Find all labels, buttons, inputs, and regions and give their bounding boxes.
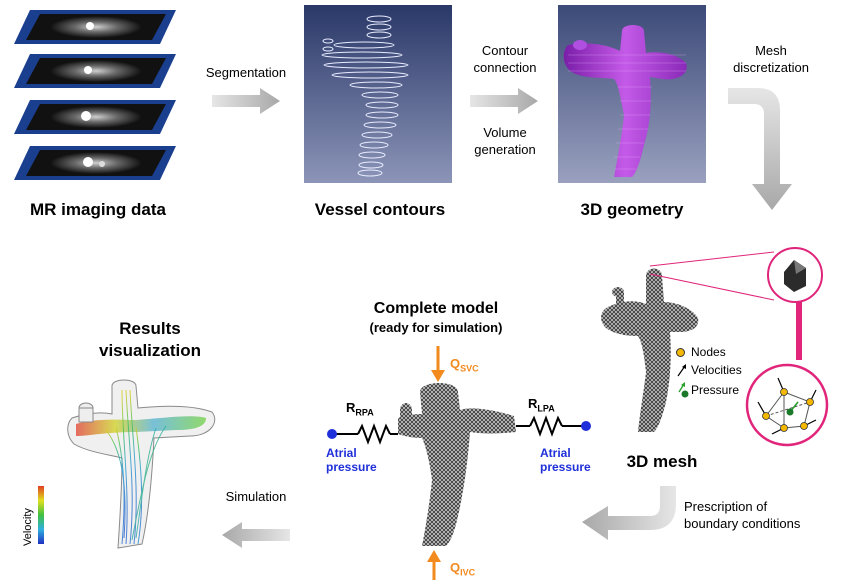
results-line2: visualization [98, 341, 202, 360]
mr-slice [14, 146, 176, 180]
geometry-3d-image [558, 5, 706, 183]
mesh-legend: Nodes Velocities Pressure [676, 344, 776, 400]
zoom-circle-large [744, 362, 830, 448]
flow-arrow-left [222, 522, 290, 548]
step-contour-line1: Contour [481, 43, 529, 58]
r-lpa-main: R [528, 396, 538, 411]
q-svc-sub: SVC [460, 363, 479, 374]
flow-arrow-right [212, 88, 280, 114]
flow-arrow-right [470, 88, 538, 114]
q-svc-main: Q [450, 356, 461, 371]
zoom-circle-small [766, 246, 824, 304]
velocity-colorbar [38, 486, 44, 544]
stage-title-results: Results visualization [70, 318, 230, 362]
stage-title-contours: Vessel contours [314, 200, 446, 219]
label-atrial-pressure-right: Atrial pressure [540, 446, 591, 474]
step-mesh-line1: Mesh [755, 43, 787, 58]
node-marker-icon [676, 347, 685, 357]
velocity-arrow-icon [677, 364, 686, 377]
legend-pressure: Pressure [691, 383, 740, 397]
label-q-svc: QSVC [450, 356, 479, 374]
step-volume-line2: generation [474, 142, 536, 157]
step-mesh-line2: discretization [733, 60, 809, 75]
atrial-left-line2: pressure [326, 460, 377, 474]
flow-arrow-bend-left [582, 486, 682, 542]
results-line1: Results [119, 319, 181, 338]
q-ivc-main: Q [450, 560, 461, 575]
legend-nodes: Nodes [691, 345, 726, 359]
stage-title-mesh: 3D mesh [626, 452, 698, 471]
step-simulation: Simulation [225, 489, 287, 504]
r-rpa-sub: RPA [355, 407, 374, 418]
atrial-right-line2: pressure [540, 460, 591, 474]
stage-title-geometry: 3D geometry [580, 200, 684, 219]
mr-slice [14, 100, 176, 134]
stage-title-model: Complete model [373, 300, 499, 317]
flow-arrow-bend-down [728, 84, 808, 214]
colorbar-label: Velocity [22, 508, 34, 546]
mesh-3d-image [596, 262, 706, 438]
stage-title-mr: MR imaging data [29, 200, 166, 219]
mr-imaging-stack [10, 8, 180, 188]
pressure-marker-icon [678, 382, 689, 398]
label-q-ivc: QIVC [450, 560, 475, 578]
step-mesh-discretization: Mesh discretization [716, 42, 826, 76]
step-segmentation: Segmentation [205, 65, 287, 80]
step-bc-line2: boundary conditions [684, 516, 801, 531]
label-r-lpa: RLPA [528, 396, 555, 414]
mr-slice [14, 54, 176, 88]
results-visualization-image [66, 378, 224, 560]
stage-subtitle-model: (ready for simulation) [369, 320, 503, 335]
step-bc-line1: Prescription of [684, 499, 768, 514]
step-volume-generation: Volume generation [464, 124, 546, 158]
legend-velocities: Velocities [691, 363, 742, 377]
step-contour-connection: Contour connection [464, 42, 546, 76]
step-boundary-conditions: Prescription of boundary conditions [684, 498, 814, 532]
label-atrial-pressure-left: Atrial pressure [326, 446, 377, 474]
r-lpa-sub: LPA [537, 403, 555, 414]
step-volume-line1: Volume [483, 125, 527, 140]
q-ivc-sub: IVC [460, 567, 476, 578]
step-contour-line2: connection [473, 60, 537, 75]
vessel-contours-image [304, 5, 452, 183]
label-r-rpa: RRPA [346, 400, 374, 418]
zoom-guides [646, 248, 826, 458]
atrial-right-line1: Atrial [540, 446, 571, 460]
r-rpa-main: R [346, 400, 356, 415]
complete-model-image [318, 340, 608, 586]
mr-slice [14, 10, 176, 44]
atrial-left-line1: Atrial [326, 446, 357, 460]
